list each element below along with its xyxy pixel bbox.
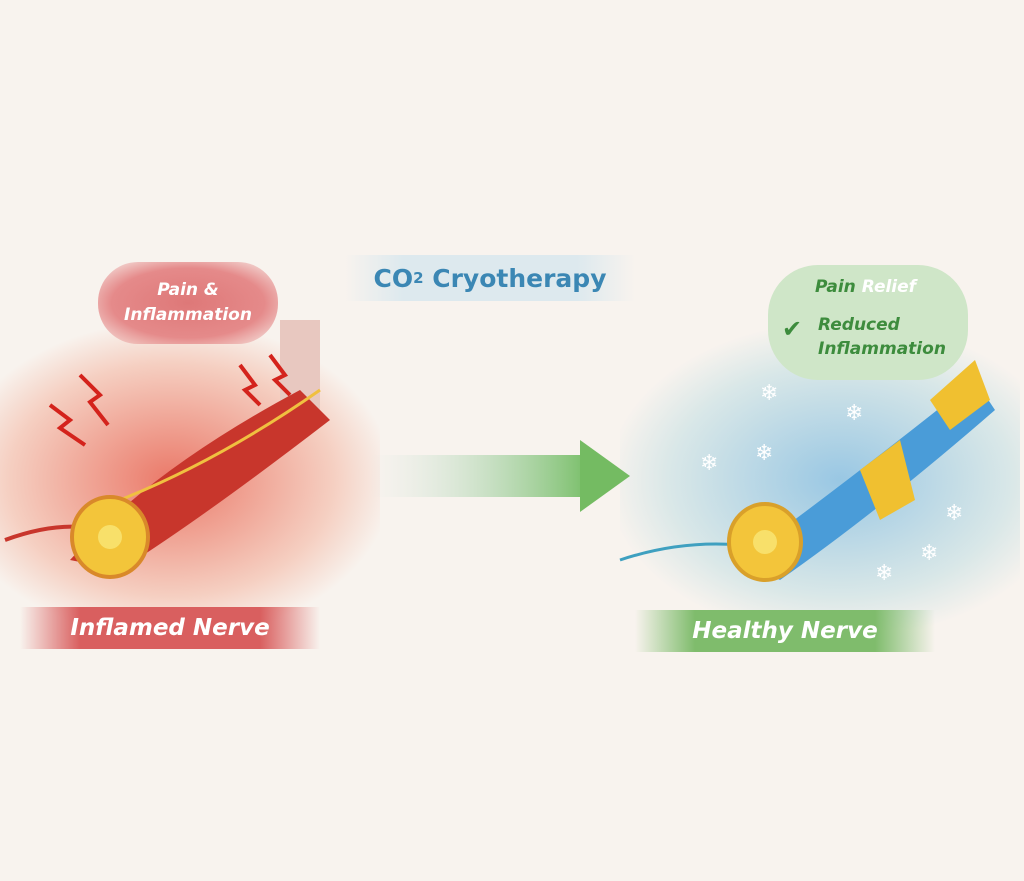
badge-line: Pain & [157, 280, 219, 300]
arrow-icon [370, 440, 630, 512]
badge-line: Pain [815, 277, 862, 297]
title-rest: Cryotherapy [423, 263, 607, 293]
badge-line: Relief [861, 277, 917, 297]
inflamed-nerve-label: Inflamed Nerve [20, 607, 320, 649]
lightning-icon [78, 373, 110, 427]
svg-text:❄: ❄ [760, 381, 778, 406]
svg-text:❄: ❄ [755, 441, 773, 466]
svg-text:❄: ❄ [700, 451, 718, 476]
check-icon: ✔ [782, 315, 803, 343]
lightning-icon [268, 353, 292, 397]
healthy-nerve: ❄ ❄ ❄ ❄ ❄ ❄ ❄ [619, 360, 995, 586]
svg-text:❄: ❄ [920, 541, 938, 566]
badge-line: Inflammation [818, 339, 946, 359]
svg-text:❄: ❄ [945, 501, 963, 526]
healthy-nerve-label: Healthy Nerve [635, 610, 935, 652]
inflamed-nerve [4, 320, 330, 579]
pain-inflammation-badge: Pain & Inflammation [98, 262, 278, 344]
lightning-icon [238, 363, 262, 407]
svg-text:❄: ❄ [845, 401, 863, 426]
title-subscript: 2 [413, 269, 424, 287]
title-prefix: CO [373, 263, 414, 293]
snowflake-icon: ❄ ❄ ❄ ❄ ❄ ❄ ❄ [700, 381, 963, 586]
badge-line: Reduced [818, 315, 900, 335]
badge-line: Inflammation [124, 305, 252, 325]
lightning-icon [48, 403, 87, 447]
svg-text:❄: ❄ [875, 561, 893, 586]
